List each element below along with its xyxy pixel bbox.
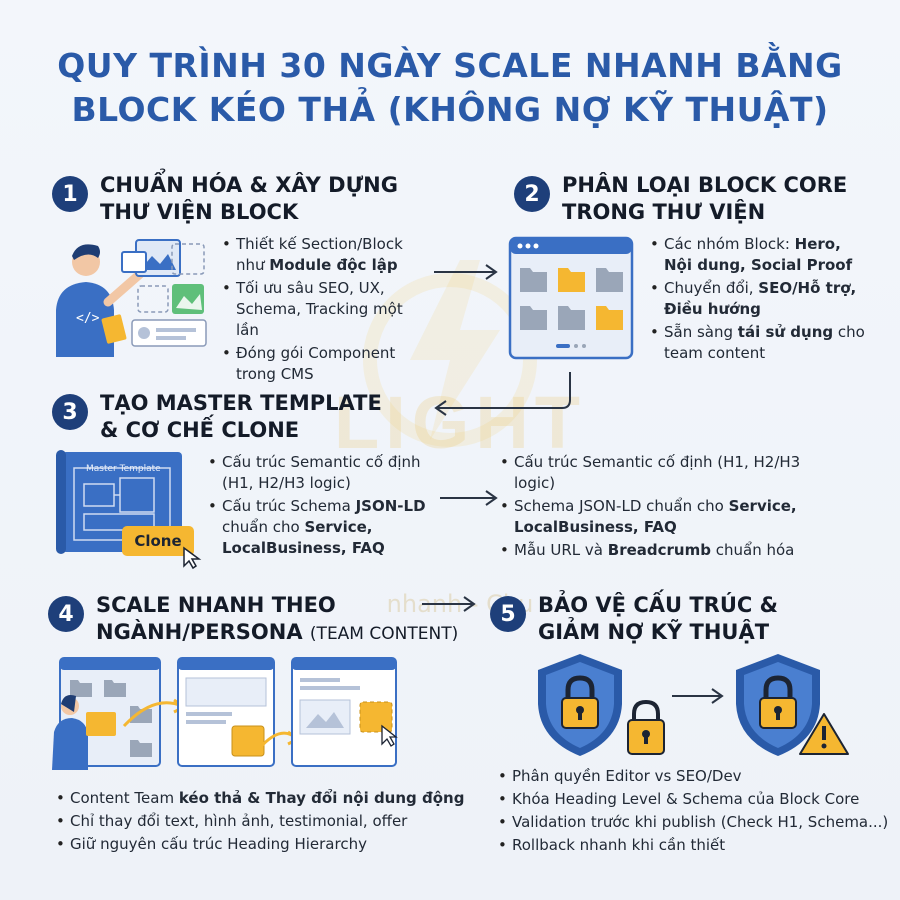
arrow-right-icon-3	[422, 596, 476, 612]
list-item: Mẫu URL và Breadcrumb chuẩn hóa	[500, 540, 840, 561]
step-4-bullets: Content Team kéo thả & Thay đổi nội dung…	[56, 788, 476, 857]
step-1-illustration: </>	[56, 239, 207, 357]
padlock-icon	[627, 699, 665, 755]
step-3-badge: 3	[52, 394, 88, 430]
warning-icon	[799, 713, 849, 755]
cursor-icon	[183, 546, 202, 570]
folder-icon	[520, 268, 623, 330]
list-item: Chỉ thay đổi text, hình ảnh, testimonial…	[56, 811, 476, 832]
cursor-icon	[381, 724, 398, 747]
step-5-illustration	[538, 654, 849, 756]
step-1-heading: CHUẨN HÓA & XÂY DỰNG THƯ VIỆN BLOCK	[100, 172, 398, 226]
arrow-return-icon	[434, 372, 571, 416]
list-item: Các nhóm Block: Hero, Nội dung, Social P…	[650, 234, 865, 276]
step-5-heading: BẢO VỆ CẤU TRÚC & GIẢM NỢ KỸ THUẬT	[538, 592, 778, 646]
step-1-heading-line1: CHUẨN HÓA & XÂY DỰNG	[100, 173, 398, 197]
step-4-heading-line2: NGÀNH/PERSONA (TEAM CONTENT)	[96, 620, 459, 644]
content-block-icon	[131, 319, 207, 347]
page-title: QUY TRÌNH 30 NGÀY SCALE NHANH BẰNG BLOCK…	[0, 44, 900, 132]
list-item: Validation trước khi publish (Check H1, …	[498, 812, 893, 833]
list-item: Cấu trúc Semantic cố định (H1, H2/H3 log…	[500, 452, 840, 494]
step-3-heading: TẠO MASTER TEMPLATE & CƠ CHẾ CLONE	[100, 390, 382, 444]
arrow-right-icon-2	[440, 490, 498, 506]
blueprint-label: Master Template	[86, 464, 161, 474]
list-item: Phân quyền Editor vs SEO/Dev	[498, 766, 893, 787]
step-5-badge: 5	[490, 596, 526, 632]
list-item: Sẵn sàng tái sử dụng cho team content	[650, 322, 865, 364]
step-1-badge: 1	[52, 176, 88, 212]
list-item: Thiết kế Section/Block như Module độc lậ…	[222, 234, 422, 276]
step-4-heading: SCALE NHANH THEO NGÀNH/PERSONA (TEAM CON…	[96, 592, 458, 648]
step-5-heading-line1: BẢO VỆ CẤU TRÚC &	[538, 593, 778, 617]
step-4-badge: 4	[48, 596, 84, 632]
watermark-logo: LIGHT	[334, 381, 586, 464]
title-line-2: BLOCK KÉO THẢ (KHÔNG NỢ KỸ THUẬT)	[71, 90, 829, 129]
step-4-heading-line1: SCALE NHANH THEO	[96, 593, 336, 617]
list-item: Cấu trúc Schema JSON-LD chuẩn cho Servic…	[208, 496, 438, 559]
list-item: Đóng gói Component trong CMS	[222, 343, 422, 385]
list-item: Schema JSON-LD chuẩn cho Service, LocalB…	[500, 496, 840, 538]
tablet-icon	[101, 314, 127, 344]
list-item: Tối ưu sâu SEO, UX, Schema, Tracking một…	[222, 278, 422, 341]
step-2-badge: 2	[514, 176, 550, 212]
step-2-heading-line1: PHÂN LOẠI BLOCK CORE	[562, 173, 848, 197]
list-item: Content Team kéo thả & Thay đổi nội dung…	[56, 788, 476, 809]
step-1-bullets: Thiết kế Section/Block như Module độc lậ…	[222, 234, 422, 387]
image-placeholder-icon	[299, 699, 351, 735]
list-item: Chuyển đổi, SEO/Hỗ trợ, Điều hướng	[650, 278, 865, 320]
list-item: Cấu trúc Semantic cố định (H1, H2/H3 log…	[208, 452, 438, 494]
list-item: Rollback nhanh khi cần thiết	[498, 835, 893, 856]
step-5-bullets: Phân quyền Editor vs SEO/Dev Khóa Headin…	[498, 766, 893, 858]
step-4-illustration	[52, 657, 398, 770]
shield-lock-icon	[538, 654, 622, 756]
step-3-heading-line1: TẠO MASTER TEMPLATE	[100, 391, 382, 415]
clone-button[interactable]: Clone	[122, 526, 194, 556]
step-3-bullets-right: Cấu trúc Semantic cố định (H1, H2/H3 log…	[500, 452, 840, 563]
list-item: Khóa Heading Level & Schema của Block Co…	[498, 789, 893, 810]
step-1-heading-line2: THƯ VIỆN BLOCK	[100, 200, 299, 224]
shield-lock-icon	[736, 654, 820, 756]
step-3-illustration: Master Template Clone	[56, 448, 206, 570]
person-body-icon	[52, 718, 88, 770]
step-5-heading-line2: GIẢM NỢ KỸ THUẬT	[538, 620, 770, 644]
svg-text:</>: </>	[76, 311, 100, 326]
step-3-bullets-left: Cấu trúc Semantic cố định (H1, H2/H3 log…	[208, 452, 438, 561]
step-2-bullets: Các nhóm Block: Hero, Nội dung, Social P…	[650, 234, 865, 366]
step-2-heading-line2: TRONG THƯ VIỆN	[562, 200, 766, 224]
list-item: Giữ nguyên cấu trúc Heading Hierarchy	[56, 834, 476, 855]
dragged-block-icon	[86, 712, 116, 736]
step-2-library-window	[508, 236, 634, 360]
title-line-1: QUY TRÌNH 30 NGÀY SCALE NHANH BẰNG	[57, 46, 843, 85]
step-3-heading-line2: & CƠ CHẾ CLONE	[100, 418, 300, 442]
person-body-icon	[56, 282, 114, 357]
arrow-right-icon	[434, 264, 498, 280]
empty-block-icon	[171, 243, 205, 275]
step-2-heading: PHÂN LOẠI BLOCK CORE TRONG THƯ VIỆN	[562, 172, 847, 226]
